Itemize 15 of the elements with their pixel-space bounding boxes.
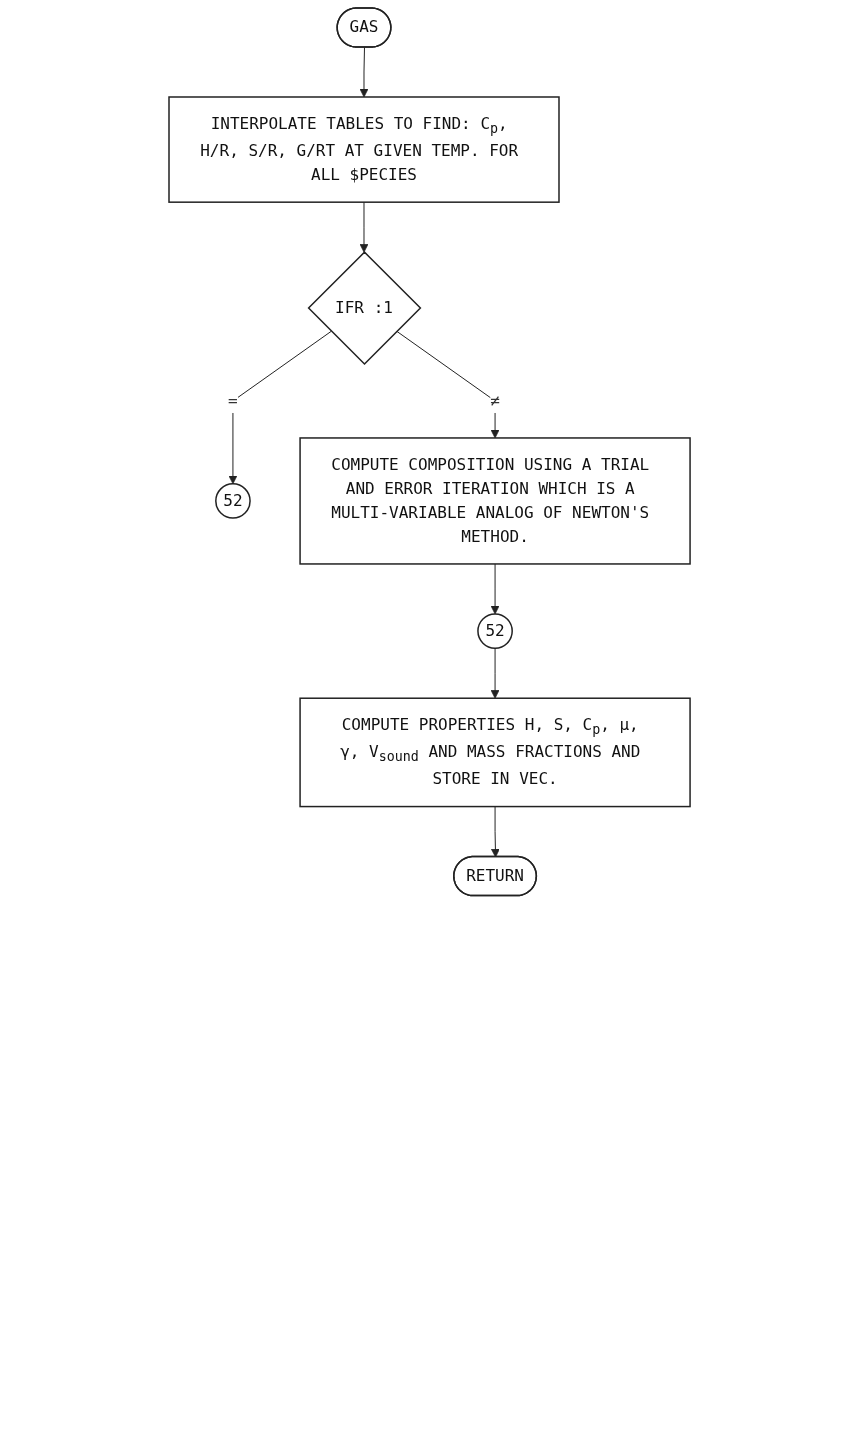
node-box: INTERPOLATE TABLES TO FIND: C$_{p}$, H/R, S/R, G/RT AT GIVEN TEMP. FOR ALL $PECIES [168,96,560,203]
node-circle: 52 [477,613,513,649]
arrow [359,201,369,253]
edge-label: = [228,390,238,410]
node-circle: 52 [215,483,251,519]
arrow [490,563,500,615]
edge-label: ≠ [490,390,500,410]
arrow [491,806,500,858]
node-diamond: IFR :1 [307,251,422,366]
node-box: COMPUTE COMPOSITION USING A TRIAL AND ERROR ITERATION WHICH IS A MULTI-VARIABLE ANALOG OF NEWTON'S METHOD. [299,437,691,565]
arrow [359,47,369,98]
arrow [228,330,332,485]
node-box: COMPUTE PROPERTIES H, S, C$_{p}$, μ, γ, V$_{sound}$ AND MASS FRACTIONS AND STORE IN VEC. [299,697,691,808]
arrow [396,330,500,439]
arrow [490,647,500,699]
